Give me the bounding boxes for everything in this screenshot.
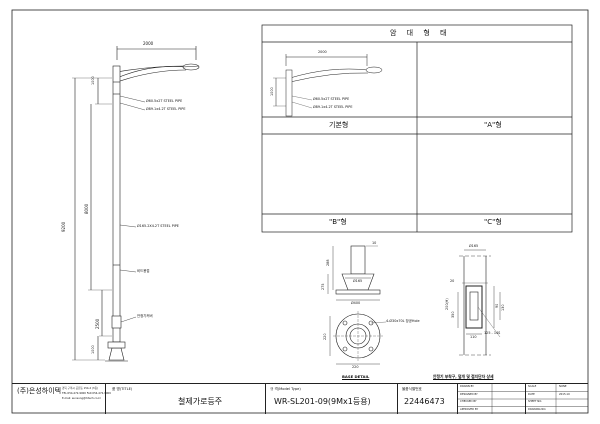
- sheet-label-scale: SCALE: [528, 385, 537, 388]
- base-dim-165: Ø165: [353, 279, 363, 283]
- base-dim-220-bottom: 220: [352, 365, 359, 369]
- dim-base: 1000: [91, 345, 95, 354]
- base-detail-drawing: [327, 245, 387, 365]
- mini-callout-1: Ø60.5x2T STEEL PIPE: [313, 97, 350, 101]
- mini-callout-2: Ø89.1x4.2T STEEL PIPE: [313, 105, 353, 109]
- main-pole-elevation: [72, 46, 200, 362]
- mini-arm-width: 2000: [318, 50, 327, 54]
- sheet-value-scale: NONE: [559, 385, 567, 388]
- info-label-drawn: DRAWN BY: [460, 385, 474, 388]
- ballast-dim-90: 90: [495, 303, 499, 308]
- model-header: 규 격(Model Type): [270, 387, 301, 391]
- base-detail-title: BASE DETAIL: [342, 374, 370, 379]
- sheet-info-cell: SCALE NONE DATE 2015.10 SHEET NO. DRAWIN…: [526, 384, 588, 414]
- callout-arm-pipe-2: Ø89.1x4.2T STEEL PIPE: [146, 107, 186, 111]
- callout-pole: Ø165.2X4.2T STEEL PIPE: [137, 224, 179, 228]
- dim-lower: 2500: [95, 318, 100, 329]
- ballast-dim-130: 130: [501, 304, 505, 311]
- sheet-label-no: SHEET NO.: [528, 400, 542, 403]
- company-address-2: TEL:054-472-9000 FAX:054-472-9009: [62, 392, 111, 395]
- ballast-dim-110: 110: [470, 335, 477, 339]
- dim-mid: 8000: [84, 203, 89, 214]
- base-dim-275: 275: [321, 283, 325, 290]
- option-basic-label: 기본형: [329, 121, 349, 129]
- ballast-dim-200: 200(H): [445, 298, 449, 310]
- title-cell: 품 명(TITLE) 철제가로등주: [106, 384, 266, 414]
- option-c-label: "C"형: [484, 218, 502, 226]
- mini-dim: 1000: [270, 87, 274, 96]
- ballast-dim-125: 125 - 14S: [484, 331, 501, 335]
- sheet-value-date: 2015.10: [559, 392, 570, 396]
- ballast-dim-350: 350: [451, 311, 455, 318]
- title-header: 품 명(TITLE): [112, 387, 133, 391]
- sheet-label-drawing-no: DRAWING NO.: [528, 407, 547, 411]
- reg-value: 22446473: [404, 397, 445, 406]
- company-name: (주)은성하이텍: [17, 387, 62, 395]
- dim-arm-width: 2000: [143, 41, 154, 46]
- company-address-1: 경북 구미시 공단동 154-2 (3층): [62, 387, 98, 390]
- company-cell: (주)은성하이텍 경북 구미시 공단동 154-2 (3층) TEL:054-4…: [12, 384, 111, 414]
- info-label-designed: DESIGNED BY: [460, 392, 478, 396]
- sheet-label-date: DATE: [528, 392, 535, 396]
- title-block: (주)은성하이텍 경북 구미시 공단동 154-2 (3층) TEL:054-4…: [12, 383, 588, 414]
- option-a-label: "A"형: [484, 121, 502, 129]
- mini-pole-drawing: [273, 54, 383, 117]
- reg-header: 물품식별번호: [402, 387, 422, 391]
- ballast-dim-20: 20: [450, 279, 455, 283]
- callout-cover: 안정기커버: [137, 314, 153, 318]
- dim-total: 9200: [61, 221, 66, 232]
- base-dim-10: 10: [372, 241, 377, 245]
- ballast-detail-title: 안정기 부착구, 덮개 및 접지단자 상세: [433, 374, 494, 379]
- info-label-approved: APPROVED BY: [460, 407, 479, 411]
- dim-upper: 1000: [91, 76, 95, 85]
- info-cell: DRAWN BY DESIGNED BY CHECKED BY APPROVED…: [458, 384, 526, 414]
- options-table-frame: [261, 24, 573, 233]
- outer-border: [11, 9, 589, 414]
- base-dim-220-left: 220: [323, 333, 327, 340]
- options-table-title: 암 대 형 태: [390, 29, 451, 37]
- company-address-3: E-mail: eunsung@hitech.co.kr: [62, 397, 101, 400]
- callout-weld: 비드용접: [137, 269, 150, 273]
- ballast-dim-d165: Ø165: [469, 244, 479, 248]
- info-grid: [458, 384, 526, 414]
- ballast-detail-drawing: [457, 249, 501, 356]
- info-label-checked: CHECKED BY: [460, 400, 477, 403]
- base-dim-400: Ø400: [351, 301, 361, 305]
- sheet-info-grid: [526, 384, 588, 414]
- model-cell: 규 격(Model Type) WR-SL201-09(9Mx1등용): [266, 384, 398, 414]
- callout-arm-pipe-1: Ø60.5x2T STEEL PIPE: [146, 99, 183, 103]
- base-dim-288: 288: [326, 259, 330, 266]
- base-bolt-note: 4-Ø30x70L 장공Hole: [386, 319, 420, 323]
- model-value: WR-SL201-09(9Mx1등용): [274, 397, 371, 406]
- option-b-label: "B"형: [329, 218, 347, 226]
- reg-cell: 물품식별번호 22446473: [398, 384, 458, 414]
- title-value: 철제가로등주: [178, 397, 223, 406]
